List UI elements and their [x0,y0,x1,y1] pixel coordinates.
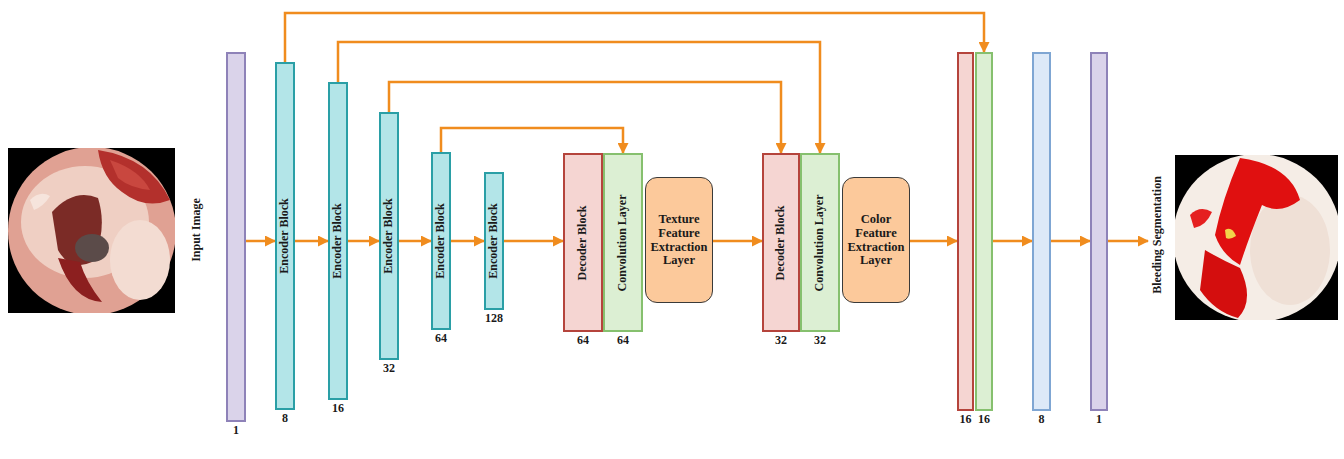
block-name: Encoder Block [331,203,344,278]
channel-count: 8 [282,412,288,425]
encoder-block: Encoder Block128 [484,172,504,310]
output-layer: 8 [1032,52,1051,411]
block-name: Decoder Block [774,205,787,280]
channel-count: 128 [485,312,503,325]
channel-count: 1 [233,424,239,437]
channel-count: 32 [383,362,395,375]
block-name: Convolution Layer [813,194,826,291]
decoder-block: Decoder Block32 [762,153,800,332]
channel-count: 16 [332,402,344,415]
skip-connection [338,42,820,153]
block-name: Encoder Block [434,203,447,278]
flow-arrow [246,240,275,243]
encoder-block: Encoder Block8 [275,62,295,410]
image-caption: Input Image [190,198,203,262]
segmentation-output-image [1175,155,1338,320]
encoder-block: Encoder Block32 [379,112,399,360]
flow-arrow [910,240,957,243]
feature-extraction-layer: Color Feature Extraction Layer [842,177,910,303]
flow-arrow [451,240,484,243]
flow-arrow [713,240,762,243]
decoder-layer: 16 [957,52,974,411]
layer-name: Color Feature Extraction Layer [843,213,909,268]
input-endoscopy-image [8,148,175,313]
flow-arrow [504,240,563,243]
channel-count: 16 [978,413,990,426]
block-name: Encoder Block [382,198,395,273]
output-image: Bleeding Segmentation [1148,140,1340,330]
channel-count: 64 [577,334,589,347]
channel-count: 64 [435,332,447,345]
skip-connection [389,82,781,153]
feature-extraction-layer: Texture Feature Extraction Layer [645,177,713,303]
flow-arrow [1051,240,1090,243]
channel-count: 32 [814,334,826,347]
input-layer: 1 [226,52,246,422]
image-caption: Bleeding Segmentation [1151,176,1164,294]
encoder-block: Encoder Block64 [431,152,451,330]
channel-count: 16 [960,413,972,426]
channel-count: 64 [617,334,629,347]
skip-connection [285,13,984,62]
block-name: Encoder Block [278,198,291,273]
flow-arrow [1108,240,1148,243]
layer-name: Texture Feature Extraction Layer [646,213,712,268]
flow-arrow [993,240,1032,243]
channel-count: 32 [775,334,787,347]
channel-count: 1 [1096,413,1102,426]
block-name: Decoder Block [576,205,589,280]
flow-arrow [295,240,328,243]
flow-arrow [399,240,431,243]
convolution-layer: 16 [975,52,993,411]
convolution-layer: Convolution Layer32 [800,153,840,332]
encoder-block: Encoder Block16 [328,82,348,400]
output-layer: 1 [1090,52,1108,411]
input-image: Input Image [6,140,206,320]
convolution-layer: Convolution Layer64 [603,153,643,332]
channel-count: 8 [1039,413,1045,426]
flow-arrow [348,240,379,243]
block-name: Encoder Block [487,203,500,278]
block-name: Convolution Layer [616,194,629,291]
decoder-block: Decoder Block64 [563,153,603,332]
skip-connection [441,128,623,153]
